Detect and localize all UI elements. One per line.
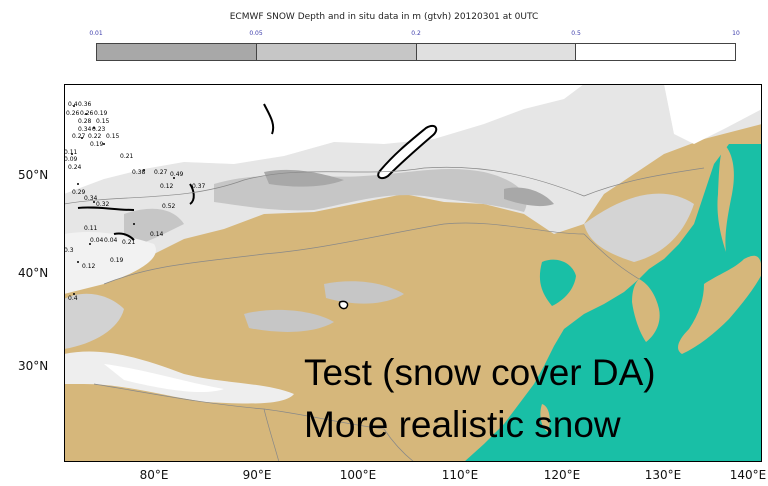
land-sakhalin (717, 144, 734, 252)
lake (263, 103, 275, 135)
station-value: 0.14 (150, 231, 164, 238)
station-value: 0.23 (92, 126, 106, 133)
land-korea (632, 279, 660, 342)
station-value: 0.27 (154, 169, 168, 176)
lake (338, 300, 349, 310)
lake (113, 232, 135, 241)
lat-label-50n: 50°N (18, 168, 49, 182)
station-value: 0.34 (78, 126, 92, 133)
country-borders (64, 166, 705, 462)
lon-label-140e: 140°E (729, 468, 767, 482)
legend-tick: 0.05 (249, 30, 263, 37)
station-value: 0.19 (90, 141, 104, 148)
legend-tick: 10 (732, 30, 740, 37)
station-markers (71, 105, 175, 295)
station-value: 0.21 (120, 153, 134, 160)
station-value: 0.26 (66, 110, 80, 117)
lon-label-100e: 100°E (339, 468, 377, 482)
ocean-area (464, 144, 762, 462)
station-value: 0.12 (160, 183, 174, 190)
station-value: 0.11 (84, 225, 98, 232)
station-value: 0.12 (82, 263, 96, 270)
lat-label-30n: 30°N (18, 359, 49, 373)
station-value: 0.37 (192, 183, 206, 190)
station-value: 0.22 (88, 133, 102, 140)
snow-dark-region (264, 169, 344, 187)
snow-light-region (64, 351, 294, 404)
station-value: 0.34 (84, 195, 98, 202)
ocean-area (539, 259, 576, 306)
snow-dark-region (504, 187, 554, 207)
station-value: 0.4 (68, 101, 78, 108)
station-value: 0.32 (96, 201, 110, 208)
lon-label-90e: 90°E (242, 468, 272, 482)
overlay-text-line2: More realistic snow (304, 404, 621, 445)
station-value: 0.28 (78, 118, 92, 125)
lon-label-80e: 80°E (139, 468, 169, 482)
lon-label-130e: 130°E (644, 468, 682, 482)
land-taiwan (540, 404, 550, 432)
overlay-text-line1: Test (snow cover DA) (304, 352, 656, 393)
station-value: 0.19 (110, 257, 124, 264)
station-value: 0.04 (90, 237, 104, 244)
station-value: 0.52 (162, 203, 176, 210)
legend-swatch (416, 44, 577, 60)
station-value: 0.4 (68, 295, 78, 302)
legend-tick: 0.2 (411, 30, 421, 37)
snow-white-region (64, 232, 156, 294)
station-value: 0.15 (96, 118, 110, 125)
map-title: ECMWF SNOW Depth and in situ data in m (… (229, 12, 539, 22)
lake-baikal (377, 124, 438, 180)
station-value: 0.26 (80, 110, 94, 117)
station-value: 0.3 (64, 247, 74, 254)
legend-tick: 0.01 (89, 30, 103, 37)
station-value: 0.49 (170, 171, 184, 178)
station-value: 0.04 (104, 237, 118, 244)
lake (77, 206, 135, 211)
station-value: 0.11 (64, 149, 78, 156)
map-frame (64, 84, 762, 462)
snow-medium-region (124, 208, 184, 249)
station-value: 0.21 (122, 239, 136, 246)
lat-label-40n: 40°N (18, 266, 49, 280)
station-value: 0.29 (72, 189, 86, 196)
legend-swatch (256, 44, 417, 60)
snow-medium-region (324, 281, 404, 304)
station-value: 0.36 (78, 101, 92, 108)
station-value: 0.19 (94, 110, 108, 117)
snow-medium-region (64, 293, 124, 349)
snow-white-region (104, 364, 224, 393)
legend-swatch (576, 44, 735, 60)
station-value: 0.27 (72, 133, 86, 140)
lake (189, 183, 195, 205)
legend-tick: 0.5 (571, 30, 581, 37)
station-value: 0.24 (68, 164, 82, 171)
snow-medium-region (584, 193, 694, 262)
legend-swatch (97, 44, 257, 60)
snow-white-region (664, 84, 762, 144)
color-legend (96, 43, 736, 61)
station-value: 0.15 (106, 133, 120, 140)
station-value: 0.38 (132, 169, 146, 176)
land-japan (678, 255, 762, 354)
snow-white-region (64, 84, 584, 194)
lon-label-110e: 110°E (441, 468, 479, 482)
lon-label-120e: 120°E (543, 468, 581, 482)
snow-medium-region (244, 309, 334, 332)
station-value: 0.09 (64, 156, 78, 163)
